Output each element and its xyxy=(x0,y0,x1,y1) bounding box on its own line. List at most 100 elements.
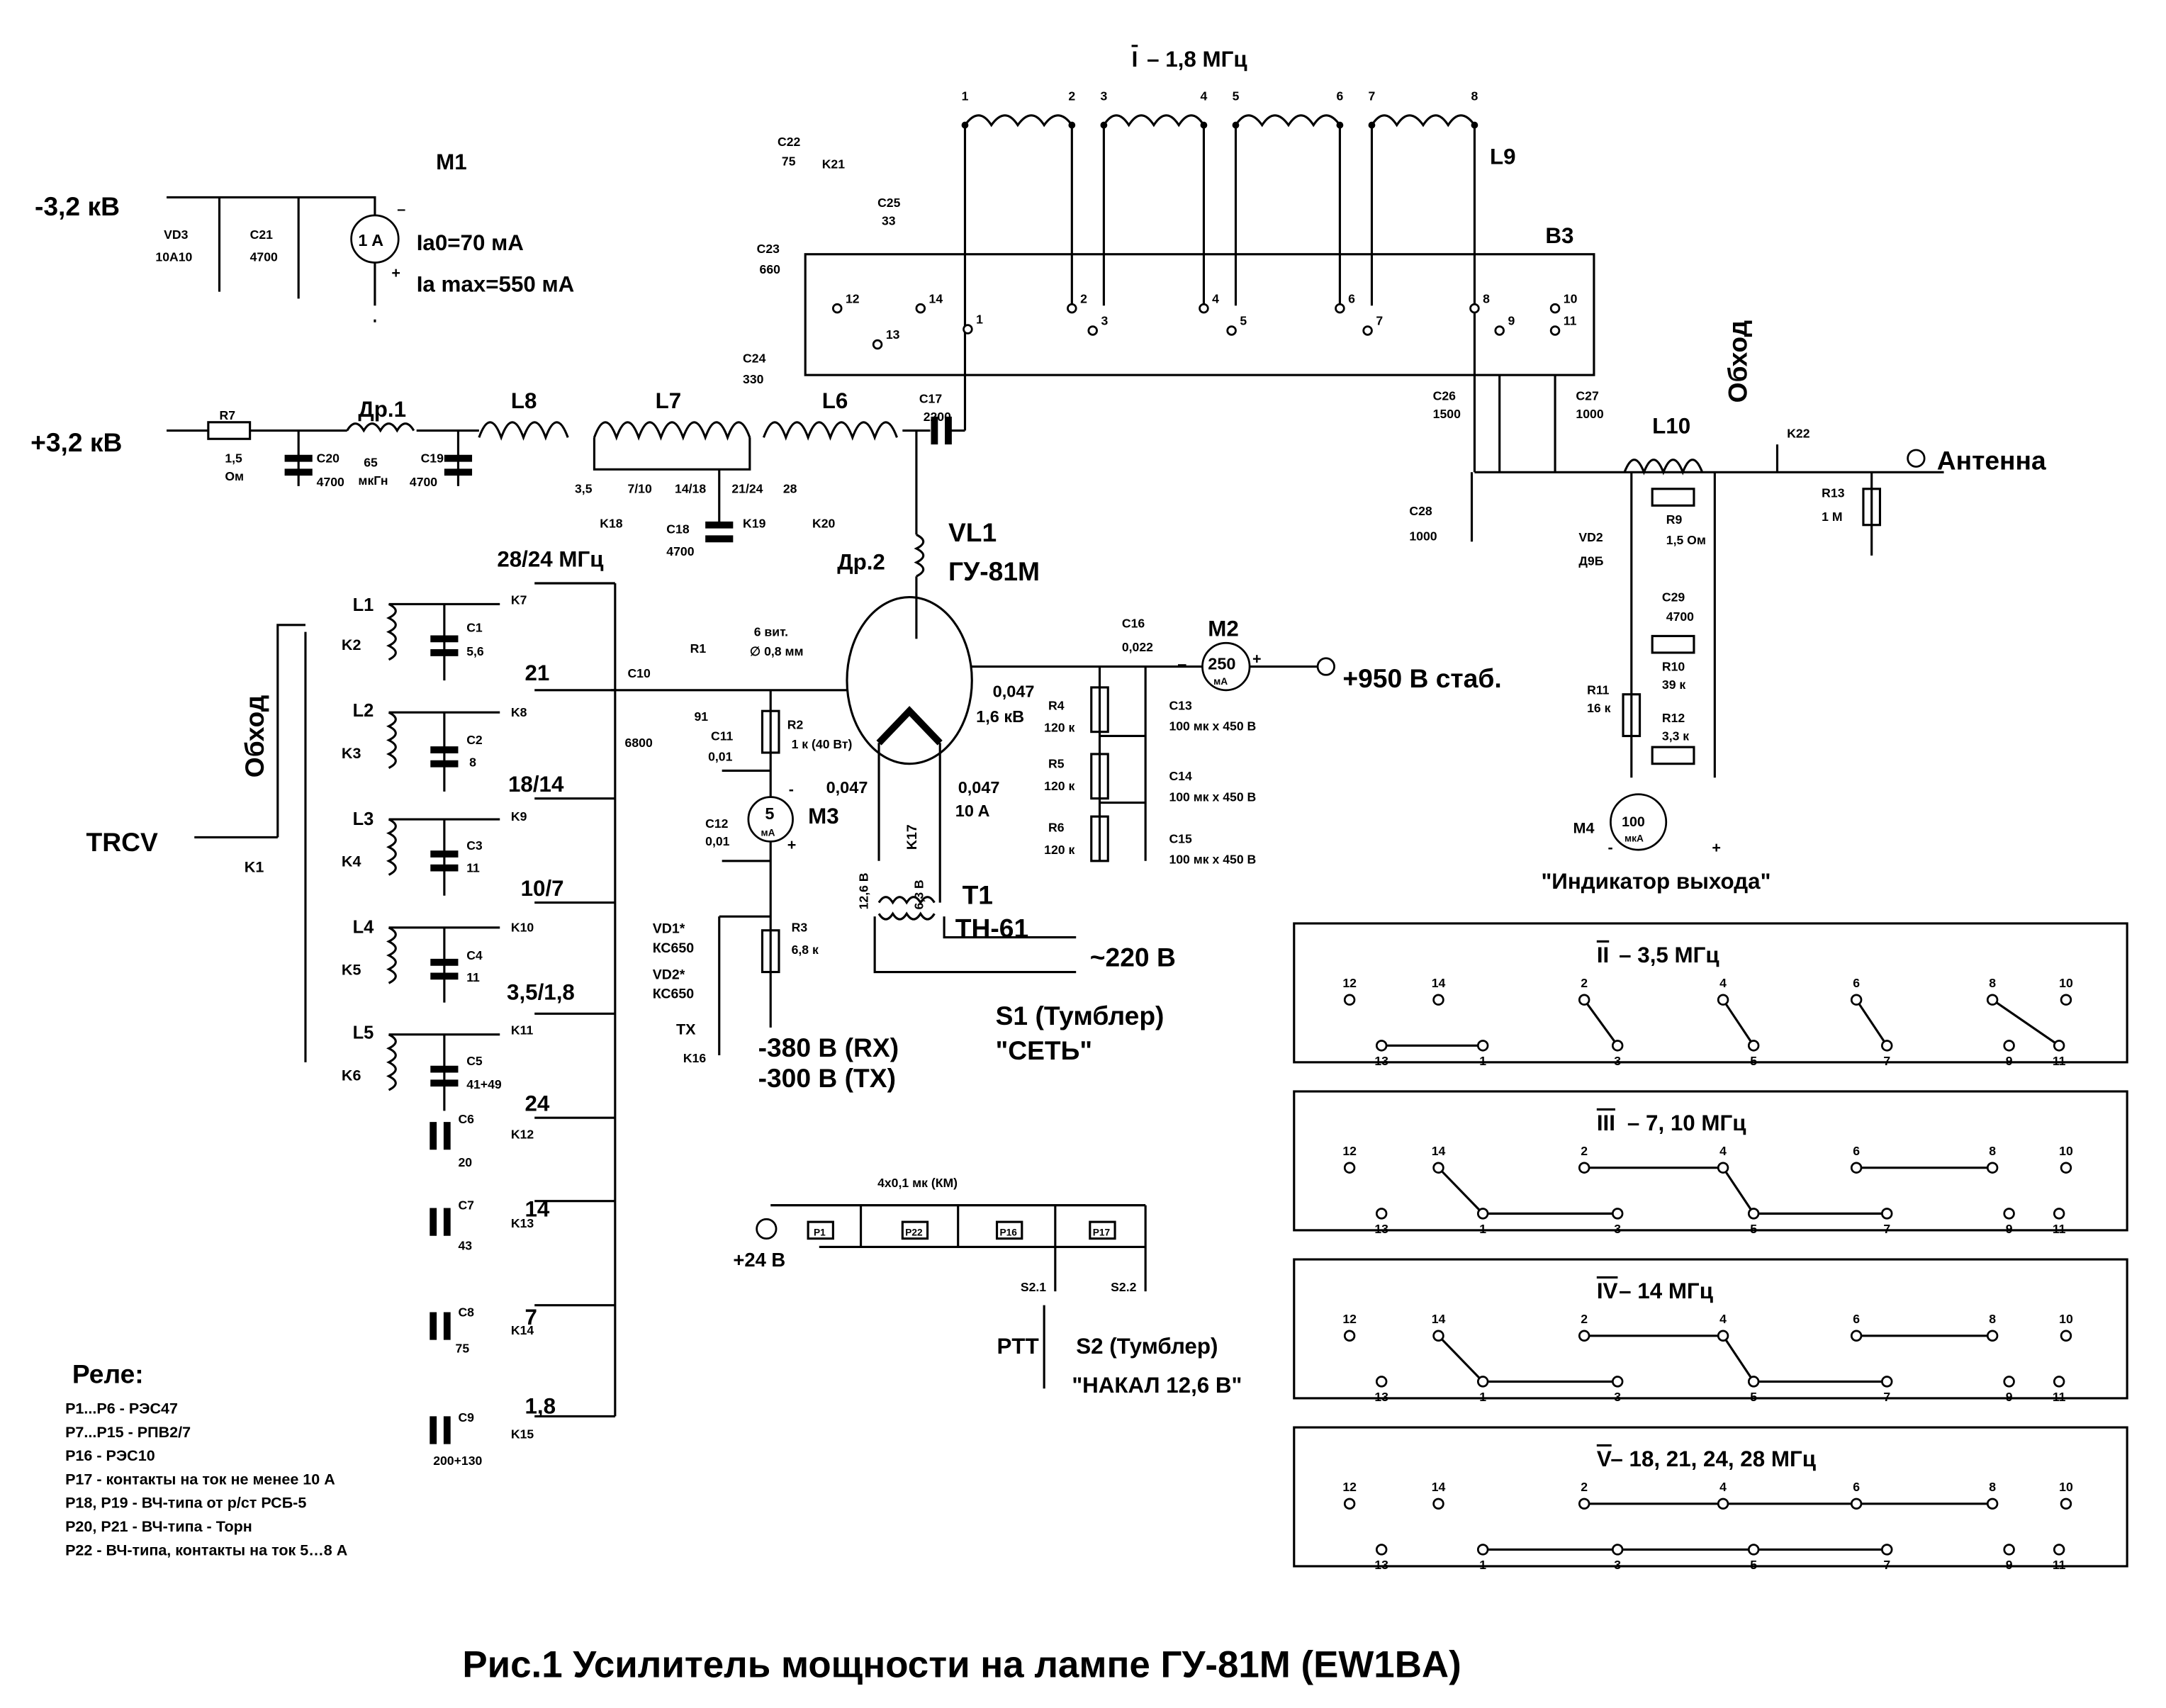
label-m1-minus: – xyxy=(397,201,405,218)
label-r6: R6 xyxy=(1048,821,1065,835)
panel-connection xyxy=(1437,1167,1484,1215)
panel-contact-label: 12 xyxy=(1342,1480,1357,1494)
label-tap-710: 7/10 xyxy=(627,482,652,496)
label-vd2: VD2 xyxy=(1578,530,1603,544)
label-mains: ~220 В xyxy=(1090,943,1176,972)
panel-contact-12 xyxy=(1343,1498,1356,1510)
label-band1-title: I xyxy=(1132,47,1138,72)
label-vd2a-val: КС650 xyxy=(653,987,695,1002)
panel-contact-6 xyxy=(1850,994,1863,1006)
label-relay4: P17 - контакты на ток не менее 10 А xyxy=(65,1471,335,1488)
label-c29-val: 4700 xyxy=(1666,609,1694,624)
label-km: 4х0,1 мк (КМ) xyxy=(877,1176,958,1190)
label-k15: K15 xyxy=(511,1427,534,1442)
panel-contact-label: 13 xyxy=(1374,1054,1388,1068)
panel-contact-3 xyxy=(1611,1544,1624,1556)
panel-contact-label: 1 xyxy=(1479,1390,1486,1404)
label-cap-b: 0,047 xyxy=(826,778,868,797)
label-k5: K5 xyxy=(342,961,361,978)
panel-contact-label: 3 xyxy=(1614,1054,1621,1068)
label-tap-1418: 14/18 xyxy=(675,482,706,496)
label-relay3: P16 - РЭС10 xyxy=(65,1447,155,1464)
panel-contact-9 xyxy=(2003,1544,2015,1556)
panel-contact-14 xyxy=(1432,1330,1444,1342)
panel-contact-label: 4 xyxy=(1719,1480,1727,1494)
label-ia0: Ia0=70 мА xyxy=(417,230,524,255)
label-m3-plus: + xyxy=(787,836,797,853)
label-k20: K20 xyxy=(812,517,836,531)
panel-contact-10 xyxy=(2060,1162,2072,1174)
label-l2: L2 xyxy=(353,701,374,721)
panel-contact-label: 7 xyxy=(1883,1054,1890,1068)
panel-contact-8 xyxy=(1986,1498,1999,1510)
panel-contact-label: 8 xyxy=(1989,1480,1996,1494)
label-band1-freq: – 1,8 МГц xyxy=(1147,47,1247,72)
l9-tap-7: 7 xyxy=(1369,89,1376,103)
panel-contact-11 xyxy=(2053,1544,2065,1556)
label-relay7: P22 - ВЧ-типа, контакты на ток 5…8 А xyxy=(65,1541,347,1558)
panel-contact-label: 2 xyxy=(1581,1312,1588,1326)
panel-connection xyxy=(1437,1335,1484,1383)
panel-contact-label: 10 xyxy=(2059,976,2073,990)
label-c4: C4 xyxy=(466,948,483,962)
panel-contact-4 xyxy=(1717,1498,1729,1510)
label-k21: K21 xyxy=(822,157,846,171)
label-screen: +950 В стаб. xyxy=(1342,663,1501,693)
label-c25: C25 xyxy=(877,196,901,210)
label-c3: C3 xyxy=(466,838,483,853)
label-tap-28: 28 xyxy=(783,482,797,496)
label-relay5: P18, P19 - ВЧ-типа от р/ст РСБ-5 xyxy=(65,1495,306,1512)
panel-contact-label: 7 xyxy=(1883,1558,1890,1572)
label-l3: L3 xyxy=(353,809,374,829)
label-trcv: TRCV xyxy=(86,827,157,857)
label-m3-meter1: 5 xyxy=(765,804,774,823)
panel-contact-label: 10 xyxy=(2059,1480,2073,1494)
b3-contact-10 xyxy=(1549,303,1561,314)
label-c6-val: 20 xyxy=(458,1155,472,1169)
label-t1: T1 xyxy=(963,880,993,910)
label-p1: P1 xyxy=(814,1227,826,1238)
label-bias-rx: -380 В (RX) xyxy=(758,1033,899,1062)
panel-contact-label: 1 xyxy=(1479,1558,1486,1572)
label-m3: M3 xyxy=(808,804,839,828)
label-r10: R10 xyxy=(1662,659,1685,673)
label-vd3: VD3 xyxy=(164,227,188,242)
b3-contact-label: 9 xyxy=(1508,314,1515,328)
b3-contact-12 xyxy=(832,303,843,314)
label-c26: C26 xyxy=(1433,388,1457,403)
label-c25-val: 33 xyxy=(882,214,896,228)
panel-contact-label: 11 xyxy=(2053,1222,2066,1236)
panel-contact-8 xyxy=(1986,1330,1999,1342)
label-c7-val: 43 xyxy=(458,1238,472,1252)
label-dr1-val1: 65 xyxy=(364,455,378,469)
label-t1-type: ТН-61 xyxy=(955,914,1028,943)
label-c23-val: 660 xyxy=(760,262,781,276)
label-cap-a2: 1,6 кВ xyxy=(976,707,1024,726)
panel-contact-3 xyxy=(1611,1208,1624,1220)
panel-connection xyxy=(1583,999,1619,1047)
panel-contact-5 xyxy=(1747,1040,1760,1052)
panel-contact-11 xyxy=(2053,1208,2065,1220)
panel-contact-8 xyxy=(1986,1162,1999,1174)
panel-contact-10 xyxy=(2060,994,2072,1006)
label-c5-val: 41+49 xyxy=(466,1077,502,1091)
panel-contact-label: 9 xyxy=(2006,1054,2013,1068)
label-l1: L1 xyxy=(353,595,374,615)
label-vl1-type: ГУ-81М xyxy=(948,556,1040,586)
panel-title: – 3,5 МГц xyxy=(1619,943,1719,967)
label-indicator: "Индикатор выхода" xyxy=(1541,869,1771,894)
panel-connection xyxy=(1722,1167,1755,1215)
label-tap-35: 3,5 xyxy=(575,482,593,496)
label-vd3-val: 10А10 xyxy=(155,250,192,264)
label-dr1: Др.1 xyxy=(358,397,406,422)
panel-contact-7 xyxy=(1881,1208,1893,1220)
panel-numeral: IV xyxy=(1597,1279,1618,1303)
label-c16-val: 0,022 xyxy=(1122,640,1153,654)
label-c22: C22 xyxy=(778,135,801,149)
panel-contact-label: 5 xyxy=(1750,1390,1757,1404)
label-k7: K7 xyxy=(511,592,527,607)
panel-contact-label: 8 xyxy=(1989,1144,1996,1158)
label-c6: C6 xyxy=(458,1112,474,1126)
label-m4-minus: - xyxy=(1607,839,1612,856)
